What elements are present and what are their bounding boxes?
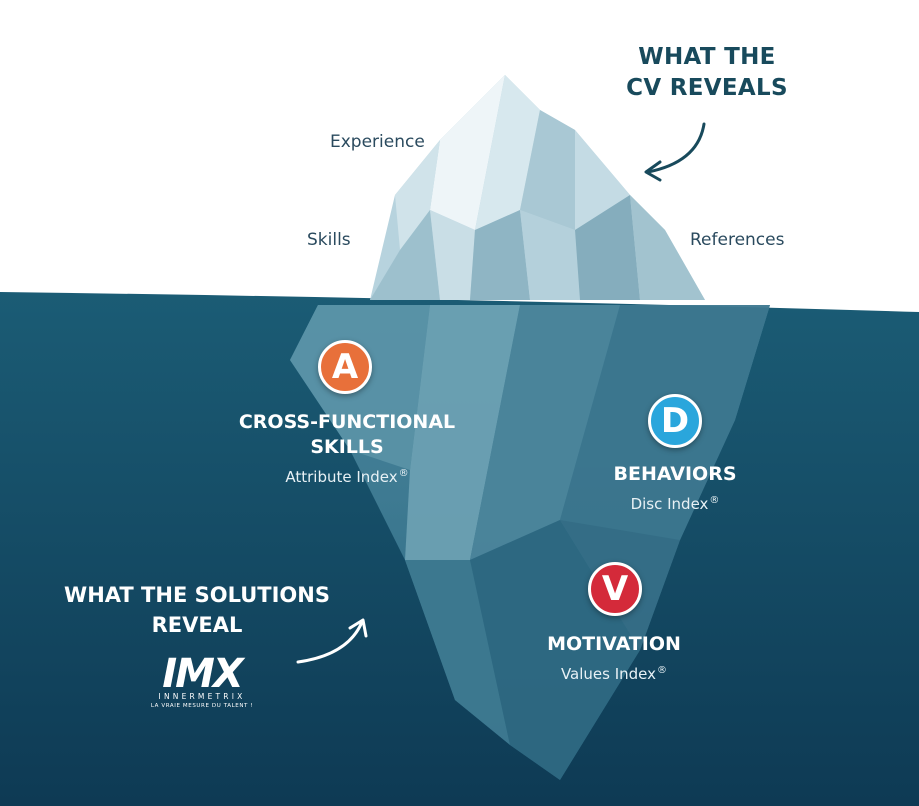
section-behaviors: BEHAVIORS Disc Index® <box>595 462 755 514</box>
badge-v: V <box>588 562 642 616</box>
section-cross-functional: CROSS-FUNCTIONAL SKILLS Attribute Index® <box>232 410 462 487</box>
section-a-index: Attribute Index® <box>232 464 462 487</box>
logo-name: INNERMETRIX <box>158 692 246 701</box>
label-experience: Experience <box>330 132 425 152</box>
registered-mark: ® <box>657 665 668 676</box>
cv-reveals-heading: WHAT THE CV REVEALS <box>612 42 802 104</box>
solutions-reveal-heading: WHAT THE SOLUTIONS REVEAL <box>52 580 342 640</box>
disc-index-text: Disc Index <box>630 495 709 513</box>
logo-mark: IMX <box>162 651 244 697</box>
iceberg-tip <box>370 75 705 300</box>
logo-tagline: LA VRAIE MESURE DU TALENT ! <box>150 703 254 709</box>
label-skills: Skills <box>307 230 351 250</box>
cv-heading-line2: CV REVEALS <box>626 75 788 101</box>
section-v-index: Values Index® <box>534 661 694 684</box>
section-v-title: MOTIVATION <box>547 633 681 655</box>
section-d-title: BEHAVIORS <box>613 463 737 485</box>
arrow-down-left-head <box>644 160 662 182</box>
label-references: References <box>690 230 785 250</box>
section-a-title-line1: CROSS-FUNCTIONAL <box>238 411 456 433</box>
arrow-down-left <box>646 122 706 174</box>
attribute-index-text: Attribute Index <box>285 468 398 486</box>
section-motivation: MOTIVATION Values Index® <box>534 632 694 684</box>
badge-d: D <box>648 394 702 448</box>
arrow-up-right-head <box>348 618 368 638</box>
arrow-up-right <box>296 620 364 664</box>
solutions-heading-line2: REVEAL <box>151 613 243 637</box>
innermetrix-logo: IMX INNERMETRIX LA VRAIE MESURE DU TALEN… <box>140 651 264 710</box>
cv-heading-line1: WHAT THE <box>638 44 776 70</box>
registered-mark: ® <box>398 468 409 479</box>
values-index-text: Values Index <box>560 665 657 683</box>
section-d-index: Disc Index® <box>595 491 755 514</box>
section-a-title-line2: SKILLS <box>310 436 384 458</box>
registered-mark: ® <box>709 495 720 506</box>
solutions-heading-line1: WHAT THE SOLUTIONS <box>64 583 330 607</box>
badge-a: A <box>318 340 372 394</box>
